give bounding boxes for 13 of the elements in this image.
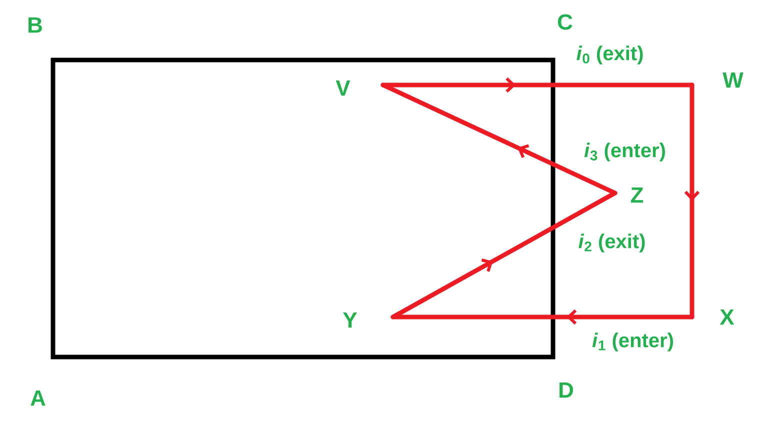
point-label: C — [558, 14, 572, 30]
point-label: D — [560, 382, 574, 398]
point-label: i$_{2}$ (exit) — [578, 234, 645, 252]
point-label: X — [720, 309, 734, 325]
point-label: A — [30, 390, 46, 406]
point-label: V — [336, 80, 350, 96]
point-label: i$_{3}$ (enter) — [584, 142, 665, 162]
point-label: Z — [630, 187, 644, 203]
point-label: B — [28, 17, 42, 33]
point-label: i$_{0}$ (exit) — [576, 46, 643, 64]
point-label: W — [722, 72, 744, 88]
point-label: i$_{1}$ (enter) — [592, 332, 673, 352]
point-label: Y — [343, 312, 357, 328]
